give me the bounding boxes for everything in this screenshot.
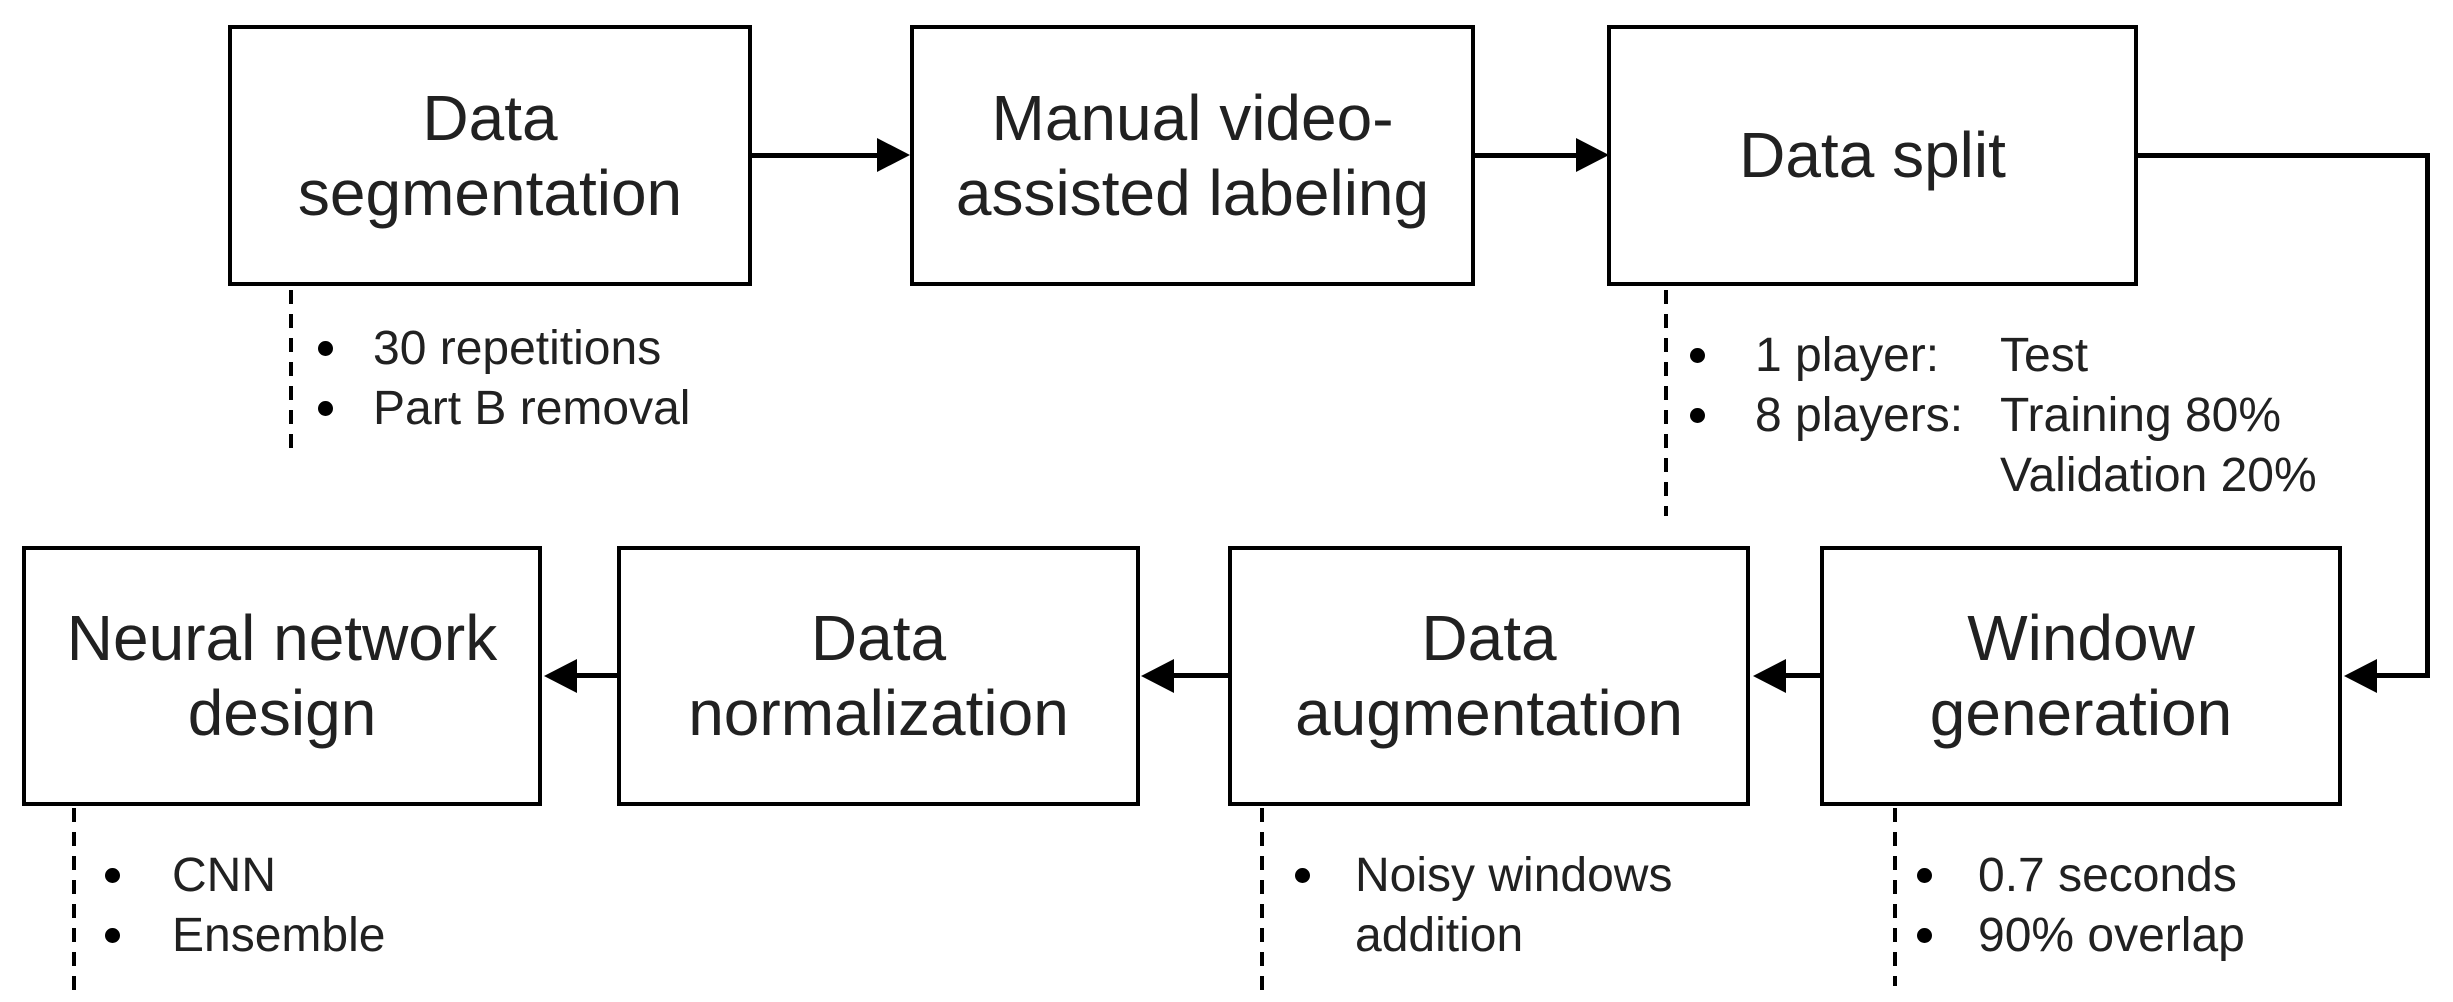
node-data-split: Data split bbox=[1607, 25, 2138, 286]
dashed-connector-neural-network-design bbox=[72, 808, 76, 990]
list-item: 90% overlap bbox=[1917, 905, 2245, 965]
node-label: segmentation bbox=[297, 156, 683, 229]
list-item: Part B removal bbox=[318, 378, 690, 438]
annotation-data-segmentation: 30 repetitions Part B removal bbox=[318, 318, 690, 438]
node-label: Data bbox=[422, 81, 558, 154]
node-data-segmentation: Data segmentation bbox=[228, 25, 752, 286]
list-item: addition bbox=[1295, 905, 1672, 965]
list-item: Ensemble bbox=[105, 905, 385, 965]
node-label: design bbox=[187, 677, 377, 749]
node-data-augmentation: Data augmentation bbox=[1228, 546, 1750, 806]
bullet-icon bbox=[1917, 867, 1932, 883]
annotation-text: Part B removal bbox=[373, 381, 691, 435]
annotation-label: 1 player: bbox=[1755, 328, 1940, 382]
node-label: assisted labeling bbox=[955, 156, 1430, 229]
list-item: 8 players: Training 80% bbox=[1690, 385, 2317, 445]
arrow-line bbox=[1174, 673, 1230, 678]
annotation-data-augmentation: Noisy windows addition bbox=[1295, 845, 1672, 965]
annotation-label: 8 players: bbox=[1755, 388, 1964, 442]
bullet-icon bbox=[1917, 927, 1932, 943]
node-label: Data split bbox=[1739, 119, 2006, 191]
bullet-icon bbox=[105, 867, 120, 883]
annotation-value: Validation 20% bbox=[2000, 448, 2317, 502]
bullet-icon bbox=[318, 400, 333, 416]
node-label: Data bbox=[1421, 602, 1557, 674]
annotation-text: 30 repetitions bbox=[373, 321, 662, 375]
arrow-right-icon bbox=[877, 138, 910, 172]
bullet-icon bbox=[318, 340, 333, 356]
node-label: generation bbox=[1929, 677, 2233, 749]
annotation-text: CNN bbox=[172, 848, 276, 902]
list-item: 0.7 seconds bbox=[1917, 845, 2245, 905]
node-label: Window bbox=[1967, 602, 2195, 674]
arrow-left-icon bbox=[1753, 659, 1786, 693]
annotation-text: Noisy windows bbox=[1355, 848, 1673, 902]
annotation-text: Ensemble bbox=[172, 908, 386, 962]
dashed-connector-data-split bbox=[1664, 290, 1668, 516]
node-label: Data bbox=[810, 602, 947, 674]
connector-segment bbox=[2136, 153, 2430, 158]
node-manual-video-assisted-labeling: Manual video- assisted labeling bbox=[910, 25, 1475, 286]
node-data-normalization: Data normalization bbox=[617, 546, 1140, 806]
list-item: Validation 20% bbox=[1690, 445, 2317, 505]
bullet-icon bbox=[1690, 347, 1705, 363]
node-label: normalization bbox=[688, 677, 1069, 749]
annotation-value: Training 80% bbox=[2000, 388, 2282, 442]
arrow-line bbox=[1473, 153, 1577, 158]
annotation-value: Test bbox=[2000, 328, 2089, 382]
annotation-neural-network-design: CNN Ensemble bbox=[105, 845, 385, 965]
dashed-connector-window-generation bbox=[1893, 808, 1897, 986]
list-item: 1 player: Test bbox=[1690, 325, 2317, 385]
node-window-generation: Window generation bbox=[1820, 546, 2342, 806]
node-label: Manual video- bbox=[991, 81, 1394, 154]
list-item: CNN bbox=[105, 845, 385, 905]
arrow-right-icon bbox=[1576, 138, 1609, 172]
list-item: 30 repetitions bbox=[318, 318, 690, 378]
node-label: augmentation bbox=[1295, 677, 1683, 749]
dashed-connector-data-augmentation bbox=[1260, 808, 1264, 990]
arrow-line bbox=[750, 153, 878, 158]
annotation-data-split: 1 player: Test 8 players: Training 80% V… bbox=[1690, 325, 2317, 505]
annotation-text: 90% overlap bbox=[1978, 908, 2245, 962]
bullet-icon bbox=[1295, 867, 1310, 883]
arrow-left-icon bbox=[544, 659, 577, 693]
arrow-left-icon bbox=[1141, 659, 1174, 693]
list-item: Noisy windows bbox=[1295, 845, 1672, 905]
node-neural-network-design: Neural network design bbox=[22, 546, 542, 806]
arrow-left-icon bbox=[2344, 659, 2377, 693]
arrow-line bbox=[1786, 673, 1822, 678]
annotation-text: addition bbox=[1355, 908, 1524, 962]
arrow-line bbox=[576, 673, 619, 678]
annotation-window-generation: 0.7 seconds 90% overlap bbox=[1917, 845, 2245, 965]
connector-segment bbox=[2377, 673, 2430, 678]
node-label: Neural network bbox=[66, 602, 498, 674]
bullet-icon bbox=[1690, 407, 1705, 423]
annotation-text: 0.7 seconds bbox=[1978, 848, 2237, 902]
connector-segment bbox=[2425, 153, 2430, 678]
bullet-icon bbox=[105, 927, 120, 943]
dashed-connector-data-segmentation bbox=[289, 290, 293, 448]
